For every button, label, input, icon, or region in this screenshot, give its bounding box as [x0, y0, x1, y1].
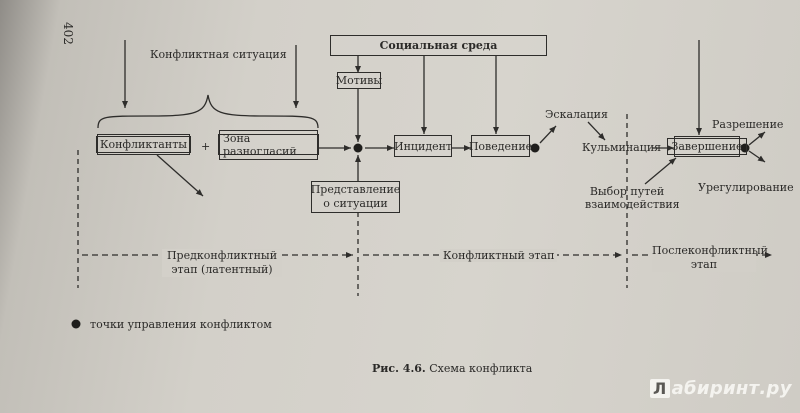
motives-box: Мотивы [335, 72, 383, 89]
legend-dot [71, 319, 81, 329]
control-point-dot [740, 143, 750, 153]
plus-sign: + [201, 140, 211, 153]
brace [97, 94, 319, 129]
control-point-dot [353, 143, 363, 153]
watermark-text: абиринт.ру [671, 378, 792, 399]
stage-conflict: Конфликтный этап [440, 249, 558, 262]
caption-title: Схема конфликта [429, 362, 533, 375]
behavior-box: Поведение [469, 135, 532, 157]
conflictants-label: Конфликтанты [95, 136, 192, 153]
caption-number: Рис. 4.6. [372, 362, 426, 375]
figure-caption: Рис. 4.6. Схема конфликта [372, 362, 532, 375]
escalation-label: Эскалация [545, 108, 608, 121]
incident-box: Инцидент [394, 135, 452, 157]
stage-preconflict: Предконфликтный этап (латентный) [162, 249, 282, 277]
situation-view-box: Представление о ситуации [311, 181, 400, 213]
conflictants-box: Конфликтанты [95, 134, 192, 155]
conflict-situation-label: Конфликтная ситуация [150, 48, 287, 61]
choice-of-paths-label: Выбор путей взаимодействия [585, 185, 680, 211]
page-number: 402 [61, 22, 75, 45]
disagreement-zone-box: Зона разногласий [218, 129, 319, 160]
completion-label: Завершение [667, 138, 747, 155]
settlement-label: Урегулирование [698, 181, 794, 194]
culmination-label: Кульминация [582, 141, 662, 154]
social-environment-box: Социальная среда [330, 35, 547, 56]
watermark-logo: Л [650, 379, 670, 398]
legend-text: точки управления конфликтом [90, 318, 272, 331]
resolution-label: Разрешение [712, 118, 784, 131]
control-point-dot [530, 143, 540, 153]
disagreement-zone-label: Зона разногласий [219, 129, 318, 160]
completion-box: Завершение [667, 136, 747, 157]
stage-postconflict: Послеконфликтный этап [652, 244, 769, 272]
